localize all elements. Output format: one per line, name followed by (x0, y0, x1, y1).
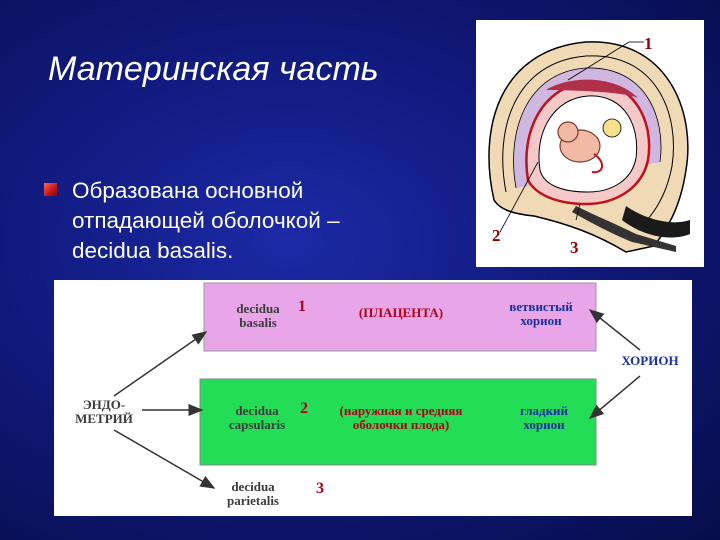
uterus-illustration: 1 2 3 (476, 20, 704, 267)
arrow-to-basalis (113, 331, 208, 397)
arrow-to-branched-chorion (588, 309, 641, 351)
diagram-shapes (113, 282, 641, 489)
arrow-to-smooth-chorion (588, 375, 641, 419)
chorion-label: ХОРИОН (621, 353, 679, 368)
bullet-text: Образована основной отпадающей оболочкой… (72, 176, 424, 266)
bullet-square-icon (44, 183, 57, 196)
slide-title: Материнская часть (48, 50, 379, 88)
row-1-number: 1 (298, 298, 306, 315)
endometrium-line-2: МЕТРИЙ (75, 411, 133, 426)
decidua-basalis-label: decidua basalis (218, 302, 298, 330)
smooth-chorion-line-2: хорион (523, 417, 565, 432)
illustration-label-3: 3 (570, 238, 579, 257)
branched-chorion-line-1: ветвистый (509, 299, 573, 314)
row-basalis-box (203, 282, 597, 352)
placenta-label: (ПЛАЦЕНТА) (336, 306, 466, 320)
placenta-line-1: (ПЛАЦЕНТА) (358, 305, 444, 320)
bullet-line-2: отпадающей оболочкой – (72, 208, 340, 233)
illustration-label-2: 2 (492, 226, 501, 245)
uterus-drawing (488, 41, 690, 253)
row-capsularis-box (199, 378, 597, 466)
decidua-capsularis-line-2: capsularis (228, 417, 286, 432)
decidua-parietalis-label: decidua parietalis (210, 480, 296, 508)
smooth-chorion-label: гладкий хорион (494, 404, 594, 432)
illustration-label-1: 1 (644, 34, 653, 53)
decidua-capsularis-label: decidua capsularis (214, 404, 300, 432)
decidua-parietalis-line-1: decidua (231, 479, 275, 494)
bullet-item: Образована основной отпадающей оболочкой… (44, 176, 424, 266)
endometrium-line-1: ЭНДО- (82, 397, 126, 412)
membranes-line-1: (наружная и средняя (339, 403, 463, 418)
decidua-basalis-line-1: decidua (236, 301, 280, 316)
arrow-to-parietalis (113, 429, 216, 489)
bullet-line-3: decidua basalis. (72, 238, 234, 263)
decidua-diagram: ЭНДО- МЕТРИЙ ХОРИОН decidua basalis 1 (П… (54, 280, 692, 516)
decidua-basalis-line-2: basalis (239, 315, 277, 330)
bullet-line-1: Образована основной (72, 178, 304, 203)
row-3-number: 3 (316, 480, 324, 497)
smooth-chorion-line-1: гладкий (519, 403, 569, 418)
membranes-label: (наружная и средняя оболочки плода) (316, 404, 486, 432)
row-2-number: 2 (300, 400, 308, 417)
branched-chorion-label: ветвистый хорион (486, 300, 596, 328)
decidua-parietalis-line-2: parietalis (227, 493, 279, 508)
branched-chorion-line-2: хорион (520, 313, 562, 328)
decidua-capsularis-line-1: decidua (235, 403, 279, 418)
endometrium-label: ЭНДО- МЕТРИЙ (64, 398, 144, 426)
membranes-line-2: оболочки плода) (352, 417, 450, 432)
